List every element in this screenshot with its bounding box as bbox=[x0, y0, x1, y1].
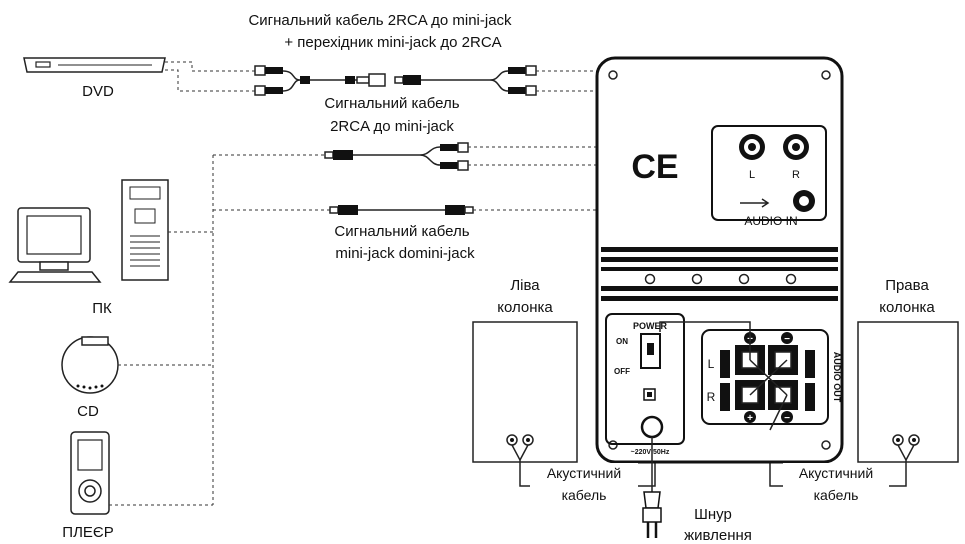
cd-label: CD bbox=[77, 403, 99, 420]
voltage-label: ~220V 50Hz bbox=[631, 449, 670, 456]
minus-right-sign: − bbox=[784, 413, 790, 424]
subwoofer-rear-panel: L R AUDIO IN CE POWER ON OFF ~220V 50Hz bbox=[595, 56, 844, 464]
minus-left-sign: − bbox=[784, 334, 790, 345]
ac-cable-right-label-2: кабель bbox=[814, 487, 859, 503]
right-speaker-label-1: Права bbox=[885, 277, 929, 294]
cable-low-label-1: Сигнальний кабель bbox=[334, 223, 469, 240]
cable-mid-label-2: 2RCA до mini-jack bbox=[330, 118, 454, 135]
right-speaker-box bbox=[857, 321, 959, 463]
dvd-player-icon bbox=[23, 57, 166, 73]
ce-mark: CE bbox=[631, 148, 678, 186]
power-cord-label-2: живлення bbox=[684, 527, 752, 544]
power-plug-icon bbox=[642, 437, 662, 538]
cable-low bbox=[329, 205, 474, 215]
player-label: ПЛЕЄР bbox=[62, 524, 113, 541]
out-left-label: L bbox=[708, 357, 715, 371]
plus-right-sign: + bbox=[747, 413, 753, 424]
power-cord-label-1: Шнур bbox=[694, 506, 732, 523]
audio-in-label: AUDIO IN bbox=[744, 214, 797, 228]
cable-mid bbox=[324, 142, 469, 171]
ac-cable-right-label-1: Акустичний bbox=[799, 465, 873, 481]
power-label: POWER bbox=[633, 321, 668, 331]
cable-top-label-2: + перехідник mini-jack до 2RCA bbox=[284, 34, 501, 51]
left-speaker-label-2: колонка bbox=[497, 299, 553, 316]
ac-cable-left-label-2: кабель bbox=[562, 487, 607, 503]
cable-top-label-1: Сигнальний кабель 2RCA до mini-jack bbox=[248, 12, 512, 29]
left-speaker-box bbox=[472, 321, 578, 463]
right-speaker-label-2: колонка bbox=[879, 299, 935, 316]
dvd-label: DVD bbox=[82, 83, 114, 100]
off-label: OFF bbox=[614, 367, 630, 376]
input-right-label: R bbox=[792, 169, 800, 181]
cable-mid-label-1: Сигнальний кабель bbox=[324, 95, 459, 112]
input-left-label: L bbox=[749, 169, 755, 181]
cable-top bbox=[254, 65, 537, 96]
pc-label: ПК bbox=[92, 300, 112, 317]
on-label: ON bbox=[616, 337, 628, 346]
audio-out-label: AUDIO OUT bbox=[832, 352, 842, 403]
media-player-icon bbox=[70, 431, 110, 515]
out-right-label: R bbox=[707, 390, 716, 404]
cd-player-icon bbox=[61, 336, 119, 394]
pc-computer-icon bbox=[8, 179, 169, 283]
left-speaker-label-1: Ліва bbox=[510, 277, 540, 294]
ac-cable-left-label-1: Акустичний bbox=[547, 465, 621, 481]
cable-low-label-2: mini-jack domini-jack bbox=[335, 245, 475, 262]
